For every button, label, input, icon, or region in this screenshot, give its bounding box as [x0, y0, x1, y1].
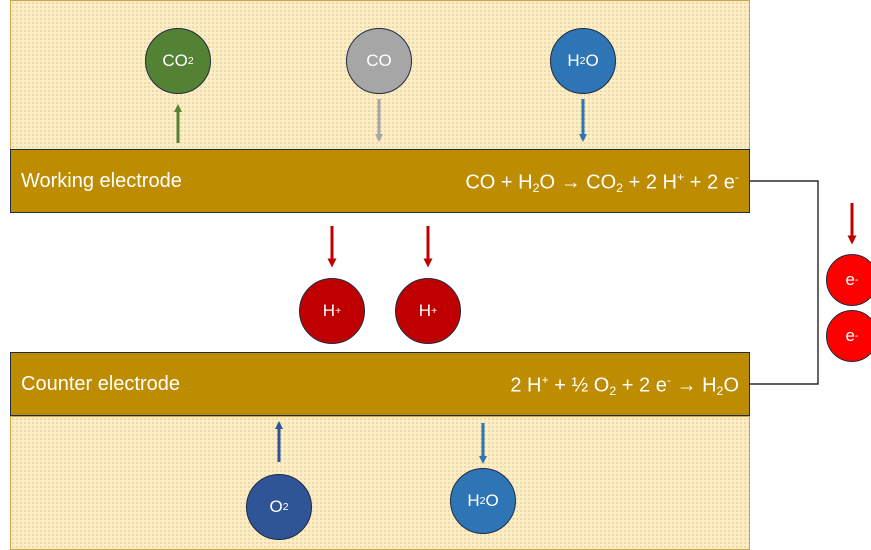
counter-electrode-equation: 2 H+ + ½ O2 + 2 e- → H2O: [510, 373, 739, 399]
electron-2: e-: [826, 310, 871, 362]
counter-electrode-label: Counter electrode: [21, 373, 180, 395]
electron-1: e-: [826, 254, 871, 306]
external-circuit-wire: [750, 180, 819, 385]
counter-electrode: Counter electrode 2 H+ + ½ O2 + 2 e- → H…: [10, 352, 750, 416]
working-electrode: Working electrode CO + H2O → CO2 + 2 H+ …: [10, 149, 750, 213]
working-electrode-label: Working electrode: [21, 170, 182, 192]
co-molecule: CO: [346, 28, 412, 94]
bottom-solution-region: [10, 416, 750, 550]
proton-ion-2: H+: [395, 278, 461, 344]
proton-ion-1: H+: [299, 278, 365, 344]
working-electrode-equation: CO + H2O → CO2 + 2 H+ + 2 e-: [465, 170, 739, 196]
